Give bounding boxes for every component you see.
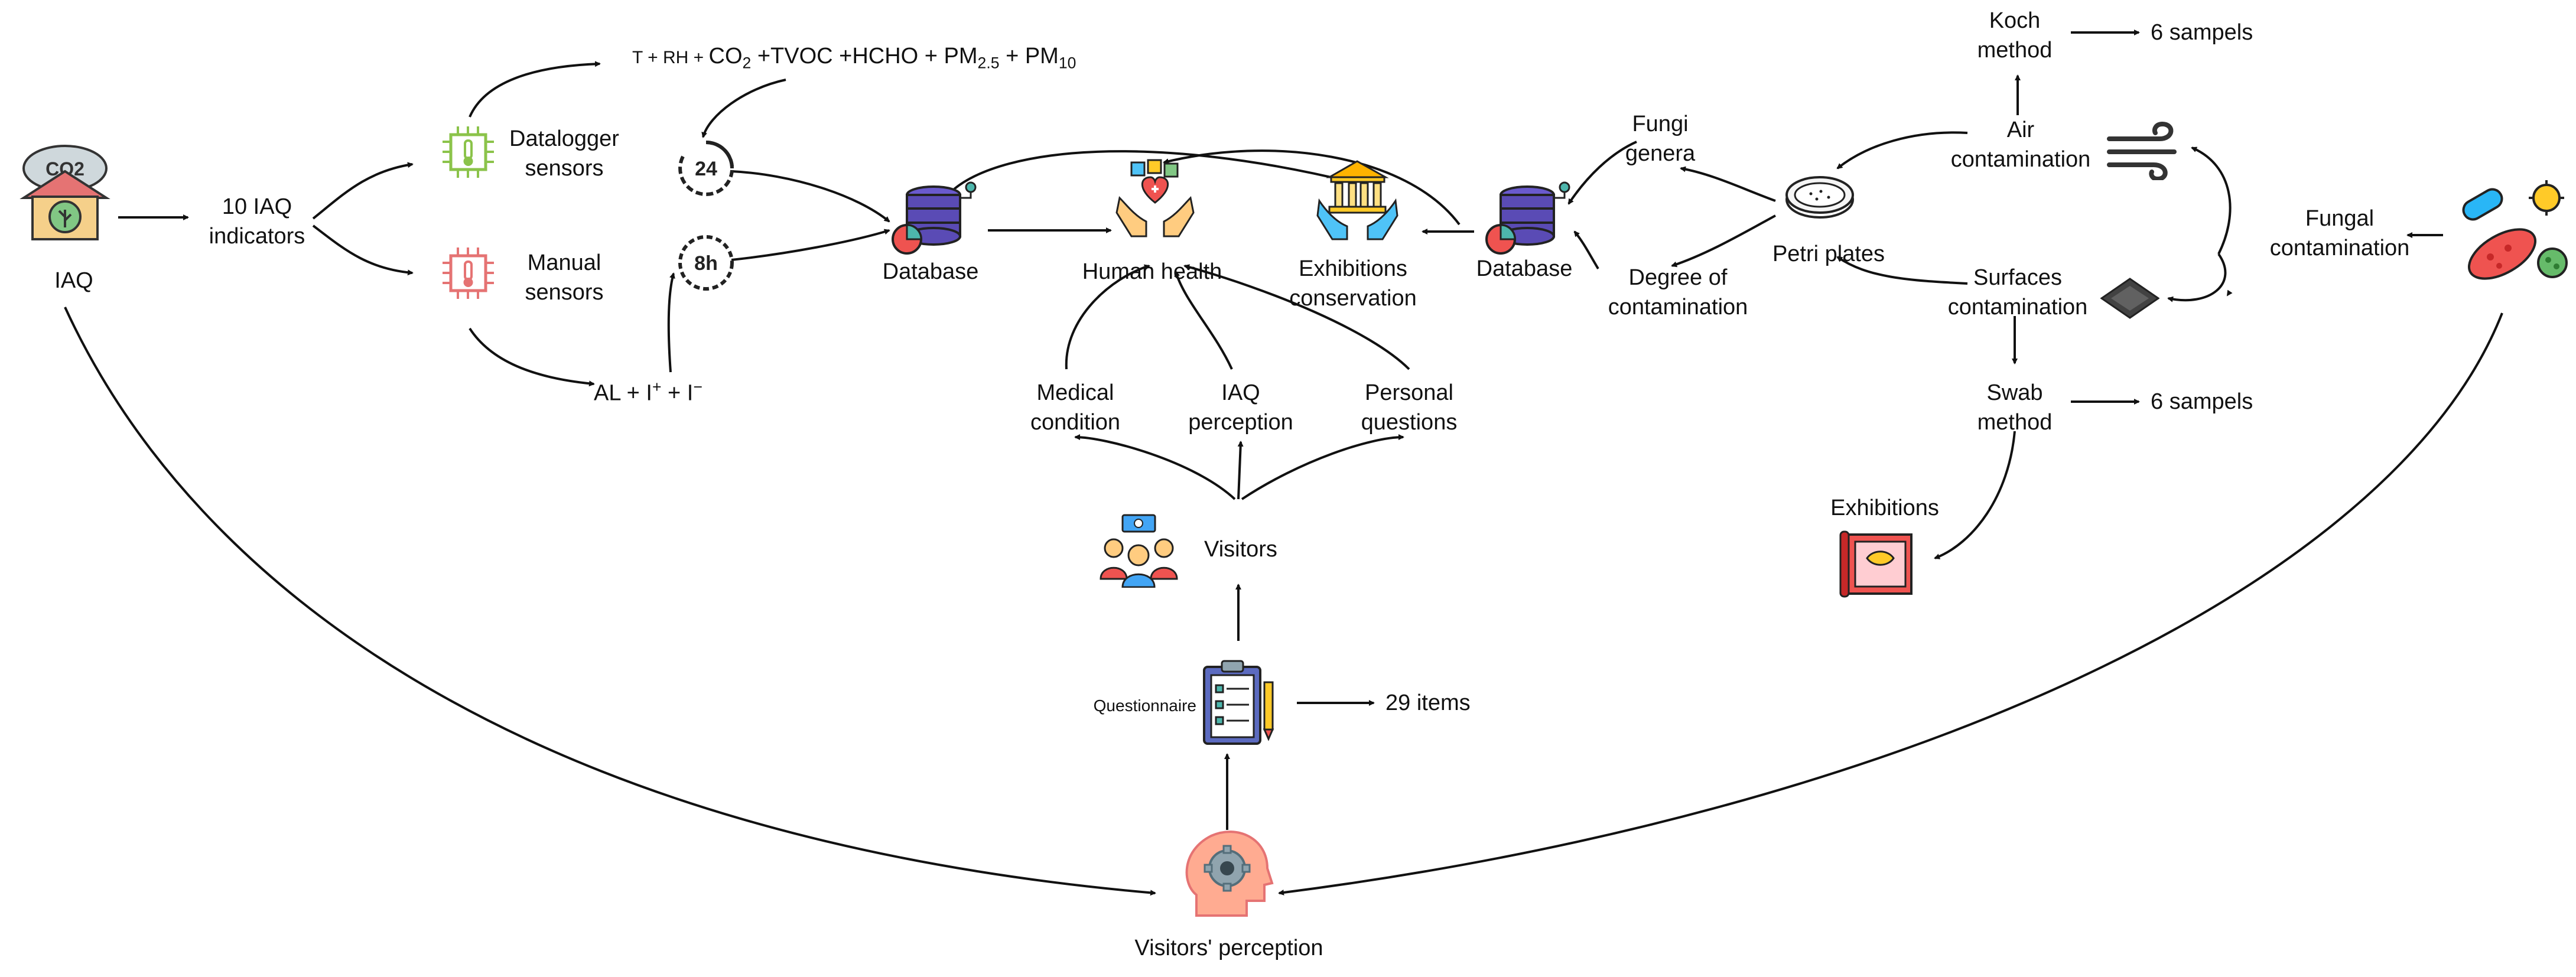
arrow-fungal-wind bbox=[2191, 146, 2232, 255]
swab-samples-label: 6 sampels bbox=[2151, 389, 2253, 414]
arrow-medical-health bbox=[1065, 264, 1150, 370]
arrow-db2-health bbox=[1163, 149, 1461, 226]
exhibition-scroll-icon bbox=[1839, 530, 1913, 598]
petri-plates-label: Petri plates bbox=[1772, 242, 1885, 266]
svg-text:24: 24 bbox=[695, 158, 717, 180]
database-left-label: Database bbox=[882, 259, 979, 284]
arrow-petri-degree bbox=[1671, 214, 1776, 268]
items-29-label: 29 items bbox=[1385, 691, 1471, 715]
head-gear-perception-icon bbox=[1185, 831, 1274, 917]
parameters-top-label: T + RH + CO2 +TVOC +HCHO + PM2.5 + PM10 bbox=[632, 44, 1076, 72]
clipboard-questionnaire-icon bbox=[1203, 660, 1274, 745]
arrow-visitors-iaqperc bbox=[1237, 441, 1244, 500]
arrow-params-clock8 bbox=[667, 272, 675, 373]
petri-dish-icon bbox=[1785, 176, 1854, 219]
datalogger-chip-icon bbox=[443, 126, 494, 178]
arrow-degree-db bbox=[1573, 230, 1599, 270]
arrow-fungal-surface bbox=[2167, 253, 2227, 302]
questionnaire-label: Questionnaire bbox=[1093, 696, 1196, 715]
arrow-head-wind-down bbox=[2226, 289, 2233, 297]
surface-tile-icon bbox=[2100, 278, 2159, 319]
arrow-clock24-db bbox=[731, 170, 890, 223]
microbes-icon bbox=[2462, 180, 2568, 280]
arrow-db-conservation bbox=[953, 150, 1357, 190]
koch-samples-label: 6 sampels bbox=[2151, 20, 2253, 45]
database-icon bbox=[1485, 181, 1570, 255]
arrow-swab-exhibitions bbox=[1934, 431, 2016, 559]
database-right-label: Database bbox=[1476, 256, 1573, 281]
arrow-genera-db bbox=[1567, 141, 1637, 205]
exhibitions-label: Exhibitions bbox=[1830, 496, 1939, 520]
clock-8h-icon: 8h bbox=[678, 235, 734, 291]
house-co2-icon: CO2 bbox=[19, 145, 110, 240]
arrow-visitors-medical bbox=[1074, 434, 1236, 500]
arrow-clock8-db bbox=[731, 229, 890, 261]
arrow-visitors-personal bbox=[1241, 434, 1404, 500]
svg-text:8h: 8h bbox=[694, 252, 718, 275]
human-health-hands-icon bbox=[1115, 159, 1195, 237]
wind-icon bbox=[2107, 121, 2177, 180]
arrow-manual-params bbox=[469, 327, 595, 387]
arrow-surfaces-petri bbox=[1836, 256, 1968, 285]
visitors-label: Visitors bbox=[1204, 537, 1277, 562]
arrow-indicators-datalogger bbox=[312, 162, 414, 220]
manual-sensor-chip-icon bbox=[443, 247, 494, 299]
parameters-bottom-label: AL + I+ + I− bbox=[594, 378, 702, 406]
arrow-iaq-perception bbox=[64, 307, 1156, 896]
museum-hands-icon bbox=[1316, 160, 1398, 240]
arrow-petri-genera bbox=[1680, 166, 1776, 202]
clock-24h-icon: 24 bbox=[678, 141, 734, 196]
arrow-air-petri bbox=[1836, 131, 1968, 170]
visitors-perception-label: Visitors' perception bbox=[1134, 936, 1323, 960]
arrow-iaqperc-health bbox=[1174, 271, 1233, 370]
arrow-params-clock24 bbox=[701, 79, 786, 138]
arrow-indicators-manual bbox=[312, 224, 414, 276]
arrow-microbes-perception bbox=[1278, 312, 2503, 895]
iaq-label: IAQ bbox=[54, 268, 93, 293]
arrow-personal-health bbox=[1183, 264, 1410, 370]
database-icon bbox=[892, 181, 977, 255]
human-health-label: Human health bbox=[1082, 259, 1222, 284]
visitors-group-icon bbox=[1100, 514, 1178, 588]
arrow-datalogger-params bbox=[469, 61, 601, 118]
